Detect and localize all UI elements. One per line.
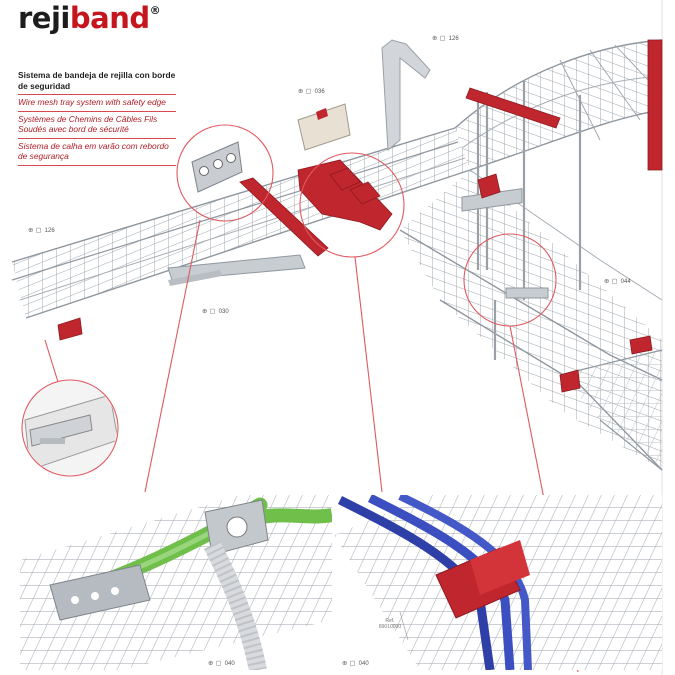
page-ref-126-top: ⊕ ▢126 [432,34,459,42]
page-number: 044 [620,279,631,285]
page-ref-040-right: ⊕ ▢040 [342,659,369,667]
book-icon: ⊕ ▢ [342,659,356,667]
page-number: 040 [224,661,235,667]
red-safety-edges [57,39,663,393]
cable-grommet-plate [191,141,243,193]
page-number: 030 [218,309,229,315]
brand-logo-part2: band [69,1,150,35]
page-number: 040 [358,661,369,667]
connector-plate [297,103,351,151]
page-ref-030: ⊕ ▢030 [202,307,229,315]
book-icon: ⊕ ▢ [28,226,42,234]
detail-inset-left [23,381,117,475]
page-ref-044: ⊕ ▢044 [604,277,631,285]
book-icon: ⊕ ▢ [202,307,216,315]
page-ref-040-left: ⊕ ▢040 [208,659,235,667]
title-portuguese: Sistema de calha em varão com rebordo de… [18,139,176,166]
title-french: Systèmes de Chemins de Câbles Fils Soudé… [18,112,176,139]
product-titles: Sistema de bandeja de rejilla con borde … [18,70,176,166]
page-ref-036: ⊕ ▢036 [298,87,325,95]
book-icon: ⊕ ▢ [604,277,618,285]
brand-logo: rejiband® [18,1,161,35]
photo-green-cable [20,495,332,670]
wire-mesh-tray-left [11,127,471,319]
page-number: 036 [314,89,325,95]
title-english: Wire mesh tray system with safety edge [18,95,176,112]
product-ref-code: 89010000 [378,624,402,630]
book-icon: ⊕ ▢ [432,34,446,42]
book-icon: ⊕ ▢ [208,659,222,667]
product-reference: Ref. 89010000 [370,618,410,630]
book-icon: ⊕ ▢ [298,87,312,95]
page-number: 126 [44,228,55,234]
wire-mesh-tray-branch [399,169,663,471]
page-ref-126-left: ⊕ ▢126 [28,226,55,234]
registered-mark: ® [149,4,161,17]
page-number: 126 [448,36,459,42]
photo-blue-cables [334,495,662,670]
mounting-brackets [381,39,549,299]
brand-logo-part1: reji [18,1,70,35]
product-ref-label: Ref. [385,618,395,624]
title-spanish: Sistema de bandeja de rejilla con borde … [18,70,176,95]
cantilever-bracket [167,254,306,286]
